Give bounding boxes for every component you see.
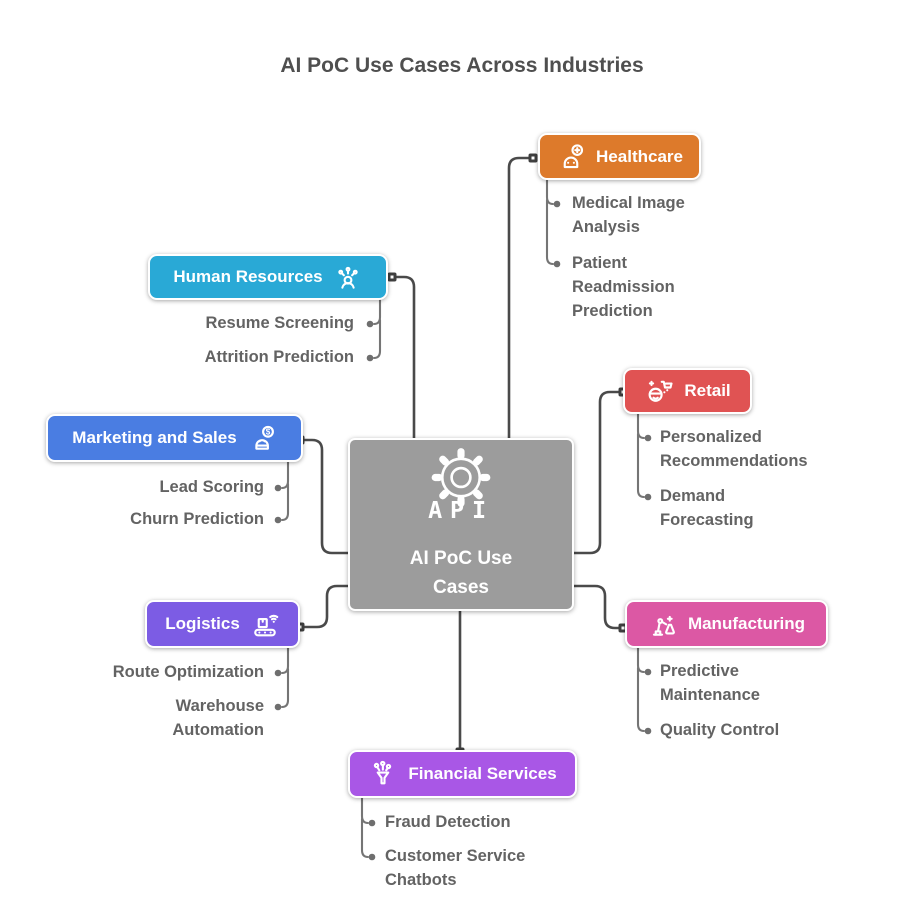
leaf-line (360, 817, 370, 859)
svg-text:$: $ (265, 428, 270, 437)
leaf-line (636, 432, 646, 499)
data-funnel-icon (368, 759, 398, 789)
leaf-line (360, 796, 370, 825)
talent-network-icon (333, 262, 363, 292)
api-gear-icon: API (411, 446, 511, 543)
branch-node-marketing-and-sales[interactable]: Marketing and Sales $ (46, 414, 303, 462)
leaf-line (280, 646, 290, 675)
sales-bot-dollar-icon: $ (247, 423, 277, 453)
branch-label: Healthcare (596, 146, 683, 166)
branch-node-logistics[interactable]: Logistics (145, 600, 300, 648)
robot-arm-icon (648, 609, 678, 639)
branch-label: Financial Services (408, 764, 557, 783)
branch-line-marketing (302, 438, 350, 555)
branch-node-healthcare[interactable]: Healthcare (538, 133, 701, 180)
leaf-medical-image-analysis: Medical Image Analysis (572, 194, 685, 236)
leaf-customer-service-chatbots: Customer Service Chatbots (385, 847, 526, 889)
leaf-line (280, 667, 290, 709)
leaf-predictive-maintenance: Predictive Maintenance (660, 662, 760, 704)
leaf-churn-prediction: Churn Prediction (130, 510, 264, 528)
leaf-warehouse-automation: Warehouse Automation (172, 697, 264, 739)
branch-line-human-resources (394, 275, 416, 440)
leaf-line (372, 318, 382, 360)
leaf-route-optimization: Route Optimization (112, 663, 264, 681)
branch-node-human-resources[interactable]: Human Resources (148, 254, 388, 300)
leaf-line (636, 666, 646, 733)
branch-node-retail[interactable]: Retail (623, 368, 752, 414)
leaf-resume-screening: Resume Screening (205, 314, 354, 332)
leaf-line (545, 178, 555, 206)
smart-conveyor-icon (250, 609, 280, 639)
branch-label: Logistics (165, 614, 240, 633)
leaf-line (372, 298, 382, 326)
center-node-ai-poc-use-cases[interactable]: API AI PoC Use Cases (348, 438, 574, 611)
branch-node-manufacturing[interactable]: Manufacturing (625, 600, 828, 648)
branch-node-financial-services[interactable]: Financial Services (348, 750, 577, 798)
leaf-attrition-prediction: Attrition Prediction (204, 348, 354, 366)
branch-label: Human Resources (173, 267, 323, 286)
leaf-line (636, 646, 646, 674)
branch-label: Manufacturing (687, 614, 806, 633)
branch-line-manufacturing (571, 584, 621, 630)
leaf-line (545, 198, 555, 266)
leaf-patient-readmission-prediction: Patient Readmission Prediction (572, 254, 675, 320)
branch-label: Retail (684, 381, 731, 400)
center-node-label: AI PoC Use Cases (409, 547, 513, 599)
leaf-personalized-recommendations: Personalized Recommendations (660, 428, 808, 470)
leaf-line (280, 482, 290, 522)
svg-text:API: API (428, 496, 494, 524)
leaf-lead-scoring: Lead Scoring (159, 478, 264, 496)
branch-line-logistics (302, 584, 350, 629)
leaf-endpoint-dots (274, 200, 652, 861)
leaf-fraud-detection: Fraud Detection (385, 813, 511, 831)
leaf-quality-control: Quality Control (660, 721, 780, 739)
leaf-line (636, 412, 646, 440)
retail-bot-cart-icon (644, 376, 674, 406)
branch-line-healthcare (507, 156, 531, 440)
healthcare-robot-icon (556, 142, 586, 172)
leaf-line (280, 460, 290, 490)
page-title: AI PoC Use Cases Across Industries (280, 54, 644, 77)
branch-label: Marketing and Sales (72, 428, 237, 447)
branch-line-retail (571, 390, 621, 555)
leaf-demand-forecasting: Demand Forecasting (660, 487, 754, 529)
